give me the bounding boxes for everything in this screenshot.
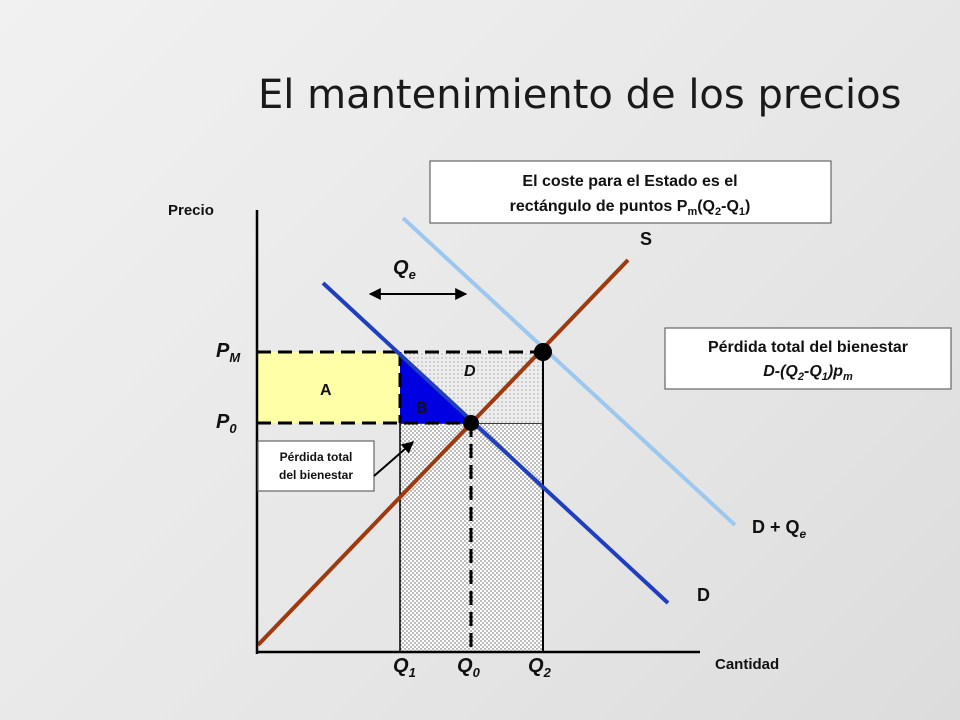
q2-label: Q2	[528, 655, 552, 680]
support-price-point	[534, 343, 552, 361]
qe-label: Qe	[393, 257, 416, 282]
cost-callout-box	[429, 160, 832, 224]
q1-label: Q1	[393, 655, 416, 680]
demand-curve	[321, 281, 670, 605]
x-axis-label: Cantidad	[715, 656, 779, 673]
small-welfare-line2: del bienestar	[279, 468, 353, 482]
welfare-callout-box	[664, 327, 952, 390]
area-d	[400, 352, 543, 423]
pm-label: PM	[216, 340, 241, 365]
area-a	[257, 352, 400, 423]
slide-title: El mantenimiento de los precios	[258, 72, 902, 118]
y-axis-label: Precio	[168, 202, 214, 219]
area-b-label: B	[416, 400, 428, 417]
supply-label: S	[640, 229, 652, 249]
supply-curve	[256, 258, 630, 647]
welfare-callout-line2: D-(Q2-Q1)pm	[763, 363, 853, 383]
demand-plus-label: D + Qe	[752, 517, 807, 541]
demand-label: D	[697, 585, 710, 605]
welfare-callout-line1: Pérdida total del bienestar	[708, 339, 908, 356]
small-welfare-arrow	[373, 441, 414, 477]
cost-callout-line1: El coste para el Estado es el	[522, 173, 737, 190]
equilibrium-point	[463, 415, 479, 431]
area-a-label: A	[320, 382, 332, 399]
area-d-label: D	[464, 363, 476, 380]
small-welfare-box	[257, 440, 375, 492]
small-welfare-line1: Pérdida total	[280, 450, 353, 464]
p0-label: P0	[216, 411, 237, 436]
demand-plus-curve	[401, 216, 737, 527]
cost-callout-line2: rectángulo de puntos Pm(Q2-Q1)	[510, 198, 751, 218]
q0-label: Q0	[457, 655, 481, 680]
